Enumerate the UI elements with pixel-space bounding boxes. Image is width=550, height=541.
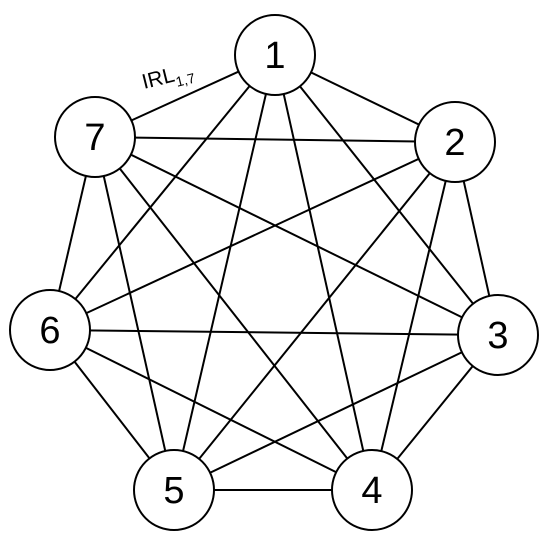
edge-4-7 [94,136,373,491]
node-label-2: 2 [444,122,465,164]
edge-1-6 [49,54,276,331]
node-6: 6 [9,289,91,371]
node-4: 4 [331,449,413,531]
edge-2-6 [49,141,456,331]
edge-1-3 [274,54,499,336]
node-label-7: 7 [84,117,105,159]
edge-3-7 [94,136,499,336]
edge-3-5 [173,334,499,491]
edge-1-5 [173,54,276,491]
node-label-6: 6 [39,310,60,352]
edge-3-6 [49,329,499,336]
node-label-3: 3 [487,315,508,357]
node-circle-7 [54,96,136,178]
edge-1-4 [274,54,373,491]
node-3: 3 [457,294,539,376]
edge-label-subscript: 1,7 [174,70,197,90]
node-7: 7 [54,96,136,178]
node-label-1: 1 [264,35,285,77]
node-circle-5 [133,449,215,531]
edge-2-7 [94,136,456,143]
edge-2-4 [371,141,456,491]
edge-label-base: IRL [140,64,177,94]
edge-4-6 [49,329,373,491]
node-circle-4 [331,449,413,531]
node-circle-6 [9,289,91,371]
node-2: 2 [414,101,496,183]
node-label-5: 5 [163,470,184,512]
edge-label-irl-1-7: IRL1,7 [140,59,197,98]
node-1: 1 [234,14,316,96]
node-circle-2 [414,101,496,183]
node-label-4: 4 [361,470,382,512]
nodes-layer: 1 2 3 4 5 6 7 [9,14,539,531]
node-circle-1 [234,14,316,96]
node-5: 5 [133,449,215,531]
edge-5-7 [94,136,175,491]
edge-2-5 [173,141,456,491]
node-circle-3 [457,294,539,376]
